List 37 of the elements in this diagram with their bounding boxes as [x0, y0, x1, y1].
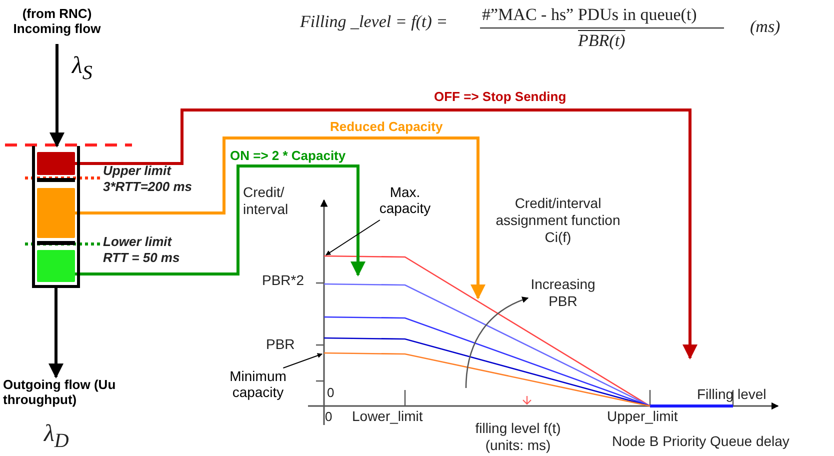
tick-label: Lower_limit [352, 408, 423, 425]
queue-segment [37, 250, 75, 282]
formula-numerator: #”MAC - hs” PDUs in queue(t) [482, 5, 697, 26]
edge-label: ON => 2 * Capacity [230, 148, 346, 164]
queue-segment [37, 188, 75, 238]
formula-text: Filling _level = f(t) = [300, 12, 448, 32]
arrow [75, 108, 698, 360]
annotation-text: Minimum capacity [222, 368, 294, 404]
flow-label: (from RNC) Incoming flow [2, 6, 112, 44]
edge-label: Reduced Capacity [330, 119, 443, 135]
flow-label: Outgoing flow (Uu throughput) [3, 377, 133, 413]
tick-label: PBR [266, 336, 295, 353]
formula-unit: (ms) [750, 17, 780, 38]
rate-symbol: λ$_{D}$ [44, 420, 69, 453]
leader-line [282, 353, 322, 368]
axis-title: filling level f(t) (units: ms) [474, 420, 562, 454]
arrow [48, 288, 64, 378]
tick-label: 0 [327, 385, 334, 401]
edge-label: OFF => Stop Sending [434, 89, 566, 105]
annotation-text: Credit/interval assignment function Ci(f) [494, 195, 622, 246]
axis-title: Credit/ interval [243, 184, 290, 218]
tick-label: 0 [325, 409, 332, 425]
arrow [75, 136, 486, 300]
limit-label: Upper limit 3*RTT=200 ms [103, 163, 194, 194]
tick-label: PBR*2 [262, 272, 304, 289]
annotation-text: Max. capacity [372, 184, 438, 220]
annotation-text: Increasing PBR [530, 276, 596, 310]
queue-container [32, 146, 80, 288]
formula-denominator: PBR(t) [578, 31, 626, 52]
limit-label: Lower limit RTT = 50 ms [103, 234, 181, 266]
queue-segment [37, 152, 75, 175]
arrow [75, 164, 366, 276]
rate-symbol: λ$_{S}$ [72, 52, 92, 85]
leader-line [326, 220, 380, 256]
arrow [50, 44, 64, 148]
axis-title: Node B Priority Queue delay [612, 433, 790, 450]
tick-label: Upper_limit [607, 408, 678, 425]
